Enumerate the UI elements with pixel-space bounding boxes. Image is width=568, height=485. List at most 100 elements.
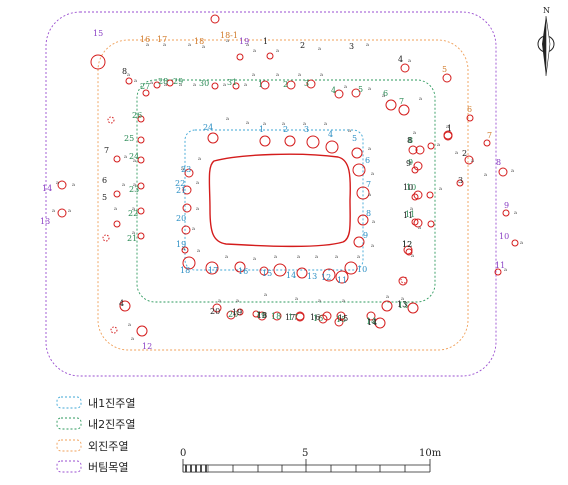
- tick-label: a: [371, 171, 374, 177]
- post-hole: [483, 139, 491, 147]
- tick-label: a: [133, 158, 136, 164]
- inner2-label-31: 31: [227, 78, 237, 87]
- post-hole: [398, 104, 410, 116]
- tick-label: a: [408, 58, 411, 64]
- post-hole: [306, 79, 316, 89]
- inner1-label-15: 15: [262, 269, 272, 278]
- post-hole: [284, 135, 296, 147]
- post-hole: [232, 82, 240, 90]
- scale-label-0: 0: [180, 448, 186, 459]
- central-pit-outline: [208, 153, 351, 248]
- post-hole: [381, 300, 393, 312]
- post-hole: [113, 190, 121, 198]
- post-hole: [137, 182, 145, 190]
- post-hole: [210, 14, 220, 24]
- tick-label: a: [264, 292, 267, 298]
- post-hole: [184, 168, 194, 178]
- support-label-10: 10: [499, 232, 509, 241]
- inner1-label-8: 8: [366, 209, 371, 218]
- tick-label: a: [164, 82, 167, 88]
- tick-label: a: [514, 210, 517, 216]
- north-letter: N: [543, 6, 550, 15]
- post-hole: [464, 155, 474, 165]
- outer-top-label-4: 4: [398, 55, 403, 64]
- post-holes: [57, 14, 519, 337]
- inner2-label-7: 7: [399, 97, 404, 106]
- inner1-label-6: 6: [365, 156, 370, 165]
- post-hole: [400, 63, 410, 73]
- outer-label-5: 5: [442, 65, 447, 74]
- post-hole: [226, 310, 236, 320]
- support-label-8: 8: [496, 158, 501, 167]
- post-hole: [334, 89, 344, 99]
- side-label-2: 2: [462, 149, 467, 158]
- inner2-label-16: 16: [313, 314, 323, 323]
- tick-label: a: [163, 42, 166, 48]
- tick-label: a: [276, 72, 279, 78]
- post-hole: [511, 239, 519, 247]
- inner2-label-4: 4: [331, 86, 336, 95]
- inner2-label-30: 30: [199, 79, 209, 88]
- post-hole: [335, 270, 349, 284]
- tick-label: a: [122, 182, 125, 188]
- post-hole: [182, 256, 196, 270]
- legend-swatch-inner2: [56, 417, 82, 430]
- side-label-18: 18: [257, 311, 267, 320]
- tick-label: a: [114, 206, 117, 212]
- inner1-label-20: 20: [176, 214, 186, 223]
- tick-label: a: [124, 154, 127, 160]
- tick-label: a: [484, 172, 487, 178]
- outer-label-17: 17: [157, 35, 167, 44]
- tick-label: a: [418, 225, 421, 231]
- tick-label: a: [197, 248, 200, 254]
- post-hole: [408, 145, 418, 155]
- north-arrow-icon: N: [537, 6, 555, 77]
- post-hole: [272, 311, 282, 321]
- tick-label: a: [196, 206, 199, 212]
- post-hole: [427, 220, 435, 228]
- inner2-label-2: 2: [283, 80, 288, 89]
- tick-label: a: [324, 121, 327, 127]
- post-hole: [306, 135, 320, 149]
- post-hole: [236, 308, 244, 316]
- tick-label: a: [297, 254, 300, 260]
- inner1-label-5: 5: [352, 134, 357, 143]
- side-label-4: 4: [119, 299, 124, 308]
- post-hole: [57, 180, 67, 190]
- post-hole: [407, 302, 419, 314]
- support-label-15: 15: [93, 29, 103, 38]
- post-hole: [411, 218, 419, 226]
- inner2-label-17: 17: [288, 313, 298, 322]
- side-label-15: 15: [338, 314, 348, 323]
- post-hole: [456, 179, 464, 187]
- post-hole: [426, 191, 434, 199]
- post-hole: [113, 220, 121, 228]
- tick-label: a: [320, 72, 323, 78]
- tick-label: a: [132, 206, 135, 212]
- side-label-19: 19: [232, 308, 242, 317]
- side-label-6: 6: [102, 176, 107, 185]
- post-hole: [353, 236, 365, 248]
- post-hole: [413, 190, 423, 200]
- tick-label: a: [253, 256, 256, 262]
- legend-label-outer: 외진주열: [88, 440, 128, 453]
- post-hole: [413, 218, 423, 228]
- post-hole: [137, 156, 145, 164]
- inner2-label-28: 28: [158, 77, 168, 86]
- inner1-label-7: 7: [366, 180, 371, 189]
- outer-row-outline: [97, 39, 469, 351]
- tick-label: a: [382, 93, 385, 99]
- tick-label: a: [282, 121, 285, 127]
- side-label-3: 3: [458, 176, 463, 185]
- post-hole: [403, 245, 413, 255]
- inner1-label-10: 10: [357, 265, 367, 274]
- inner1-label-23: 23: [181, 165, 191, 174]
- inner2-label-20: 20: [228, 310, 238, 319]
- post-hole: [211, 82, 219, 90]
- post-hole: [494, 268, 502, 276]
- inner1-label-12: 12: [321, 273, 331, 282]
- post-hole: [322, 311, 332, 321]
- tick-label: a: [366, 42, 369, 48]
- inner1-label-17: 17: [208, 266, 218, 275]
- tick-label: a: [246, 42, 249, 48]
